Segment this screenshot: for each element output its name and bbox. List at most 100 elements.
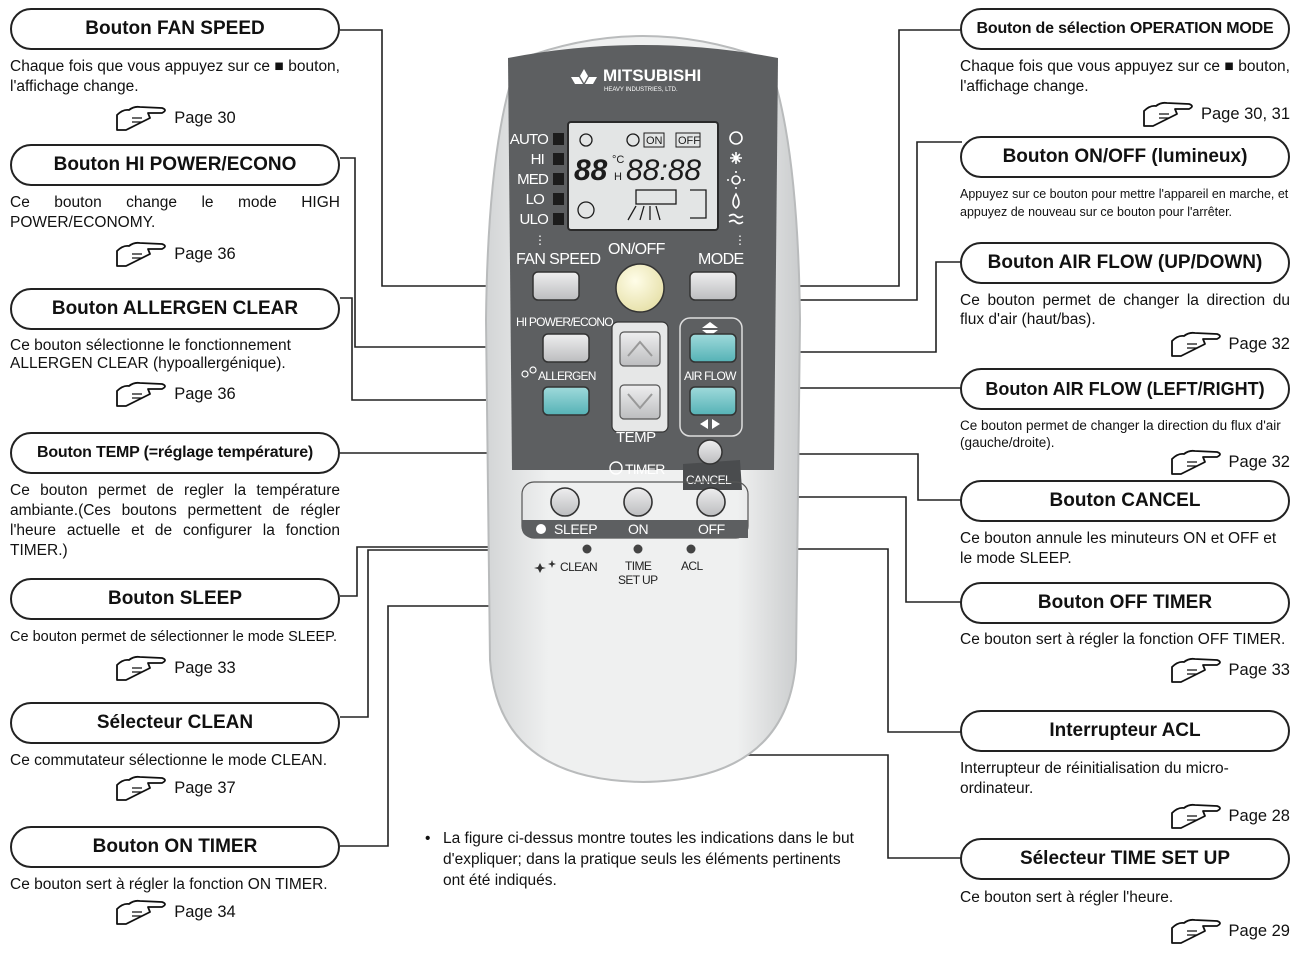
- up-down-arrow-icon: [702, 322, 718, 336]
- page-number: Page 32: [1228, 334, 1290, 353]
- mitsubishi-logo: [571, 69, 597, 84]
- page-reference: Page 32: [960, 327, 1290, 361]
- page-reference: Page 34: [10, 895, 340, 929]
- set-up-label: SET UP: [618, 573, 658, 587]
- callout-title: Bouton AIR FLOW (LEFT/RIGHT): [960, 368, 1290, 410]
- callout-title: Bouton ON TIMER: [10, 826, 340, 868]
- fan-speed-label: FAN SPEED: [516, 251, 600, 268]
- acl-switch: [686, 544, 696, 554]
- sleep-button: [550, 487, 580, 517]
- callout-acl: Interrupteur ACL Interrupteur de réiniti…: [960, 710, 1290, 833]
- leader-air-updown: [722, 261, 962, 353]
- callout-description: Ce bouton permet de changer la direction…: [960, 418, 1281, 450]
- leader-sleep: [340, 546, 570, 597]
- leader-off-timer: [712, 496, 962, 603]
- timer-label: TIMER: [625, 461, 665, 477]
- callout-title: Bouton AIR FLOW (UP/DOWN): [960, 242, 1290, 284]
- temp-up-button: [619, 331, 661, 367]
- allergen-label: ALLERGEN: [538, 369, 596, 383]
- callout-title: Interrupteur ACL: [960, 710, 1290, 752]
- callout-title: Bouton ALLERGEN CLEAR: [10, 288, 340, 330]
- brand-logo-text: MITSUBISHI: [603, 66, 701, 85]
- page-reference: Page 37: [10, 771, 340, 805]
- callout-hi-power-econo: Bouton HI POWER/ECONO Ce bouton change l…: [10, 144, 340, 271]
- hi-power-econo-button: [542, 333, 590, 363]
- callout-sleep: Bouton SLEEP Ce bouton permet de sélecti…: [10, 578, 340, 685]
- callout-time-set-up: Sélecteur TIME SET UP Ce bouton sert à r…: [960, 838, 1290, 948]
- page-number: Page 36: [174, 384, 236, 403]
- timer-label-bar: [522, 520, 748, 538]
- page-reference: Page 36: [10, 237, 340, 271]
- callout-title: Bouton TEMP (=réglage température): [10, 432, 340, 474]
- callout-description: Ce bouton permet de regler la températur…: [10, 482, 340, 559]
- page-number: Page 34: [174, 902, 236, 921]
- cancel-label: CANCEL: [686, 473, 732, 487]
- leader-allergen: [340, 297, 553, 401]
- page-reference: Page 30, 31: [960, 97, 1290, 131]
- temp-label: TEMP: [616, 429, 656, 446]
- fan-level-med: MED: [517, 171, 549, 188]
- page-reference: Page 32: [960, 445, 1290, 479]
- leader-cancel: [712, 453, 962, 501]
- page-reference: Page 33: [10, 651, 340, 685]
- callout-description: Interrupteur de réinitialisation du micr…: [960, 760, 1229, 797]
- air-flow-frame: [679, 317, 743, 437]
- time-label: TIME: [625, 559, 652, 573]
- page-number: Page 30: [174, 108, 236, 127]
- callout-title: Bouton FAN SPEED: [10, 8, 340, 50]
- callout-clean: Sélecteur CLEAN Ce commutateur sélection…: [10, 702, 340, 805]
- on-off-label: ON/OFF: [608, 241, 666, 258]
- fan-level-hi: HI: [531, 151, 544, 168]
- page-reference: Page 28: [960, 799, 1290, 833]
- leader-mode: [722, 29, 962, 287]
- air-flow-label: AIR FLOW: [684, 369, 737, 383]
- page-reference: Page 33: [960, 653, 1290, 687]
- callout-description: Ce bouton permet de changer la direction…: [960, 292, 1290, 328]
- timer-clock-icon: [609, 461, 623, 475]
- mode-icons: [727, 131, 745, 225]
- lcd-unit-c: °C: [612, 154, 624, 166]
- pointing-hand-icon: [116, 105, 167, 131]
- lcd-airflow-icon: [635, 189, 677, 205]
- off-timer-button: [696, 487, 726, 517]
- left-right-arrow-icon: [700, 419, 720, 429]
- callout-off-timer: Bouton OFF TIMER Ce bouton sert à régler…: [960, 582, 1290, 687]
- clean-label: CLEAN: [560, 560, 597, 574]
- pointing-hand-icon: [116, 655, 167, 681]
- lcd-clock-digits: 88:88: [626, 154, 701, 187]
- time-set-up-switch: [633, 544, 643, 554]
- pointing-hand-icon: [1170, 449, 1221, 475]
- callout-description: Ce bouton sélectionne le fonctionnement …: [10, 337, 291, 372]
- mode-label: MODE: [698, 251, 744, 268]
- leader-hi-power: [340, 157, 553, 348]
- page-number: Page 32: [1228, 452, 1290, 471]
- brand-logo-subtext: HEAVY INDUSTRIES, LTD.: [604, 87, 678, 93]
- page-number: Page 30, 31: [1201, 104, 1290, 123]
- callout-operation-mode: Bouton de sélection OPERATION MODE Chaqu…: [960, 8, 1290, 131]
- callout-title: Bouton HI POWER/ECONO: [10, 144, 340, 186]
- callout-title: Bouton ON/OFF (lumineux): [960, 136, 1290, 178]
- pointing-hand-icon: [1170, 918, 1221, 944]
- callout-allergen-clear: Bouton ALLERGEN CLEAR Ce bouton sélectio…: [10, 288, 340, 411]
- callout-title: Bouton SLEEP: [10, 578, 340, 620]
- sleep-label: SLEEP: [554, 521, 597, 537]
- clean-sparkle-icon: [534, 560, 556, 573]
- fan-level-bars: [553, 133, 564, 225]
- callout-title: Sélecteur CLEAN: [10, 702, 340, 744]
- callout-description: Ce commutateur sélectionne le mode CLEAN…: [10, 752, 328, 769]
- off-timer-label: OFF: [698, 521, 725, 537]
- callout-description: Ce bouton change le mode HIGH POWER/ECON…: [10, 194, 340, 231]
- pointing-hand-icon: [116, 241, 167, 267]
- footnote: • La figure ci-dessus montre toutes les …: [425, 828, 855, 891]
- on-off-button: [615, 263, 665, 313]
- lcd-clock-icon: [626, 133, 640, 147]
- cancel-button: [697, 439, 723, 465]
- footnote-text: La figure ci-dessus montre toutes les in…: [443, 830, 854, 889]
- callout-description: Appuyez sur ce bouton pour mettre l'appa…: [960, 187, 1289, 219]
- page-number: Page 29: [1228, 921, 1290, 940]
- lcd-on-indicator: ON: [646, 135, 663, 147]
- on-timer-label: ON: [628, 521, 648, 537]
- lcd-smile-icon: [579, 133, 593, 147]
- svg-text:⋮: ⋮: [534, 233, 546, 247]
- temp-down-button: [619, 384, 661, 420]
